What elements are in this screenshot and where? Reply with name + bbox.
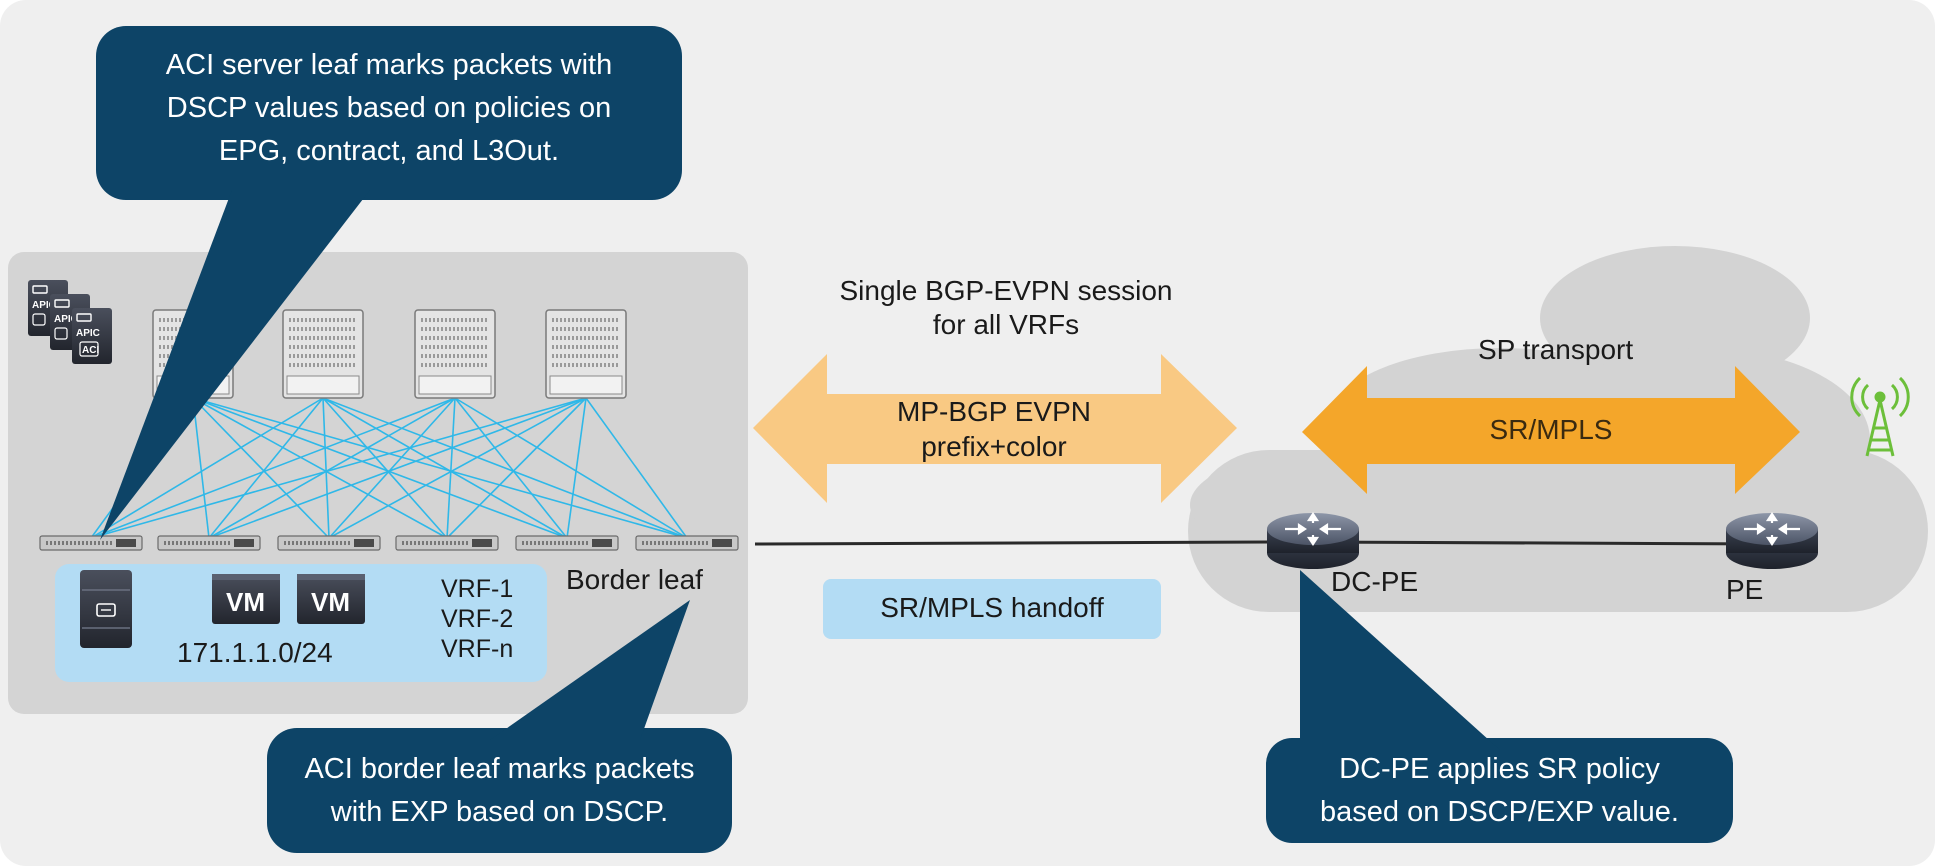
fabric-link (322, 397, 330, 539)
dcpe-to-pe-link (1299, 540, 1781, 546)
fabric-link (90, 397, 324, 539)
leaf-switches (39, 535, 739, 551)
svg-text:APIC: APIC (76, 328, 100, 339)
pe-label: PE (1726, 574, 1764, 605)
fabric-link (208, 397, 456, 539)
handoff-label: SR/MPLS handoff (880, 592, 1104, 623)
vrf-list: VRF-1 VRF-2 VRF-n (441, 574, 513, 664)
fabric-link (328, 397, 456, 539)
fabric-link (90, 397, 587, 539)
fabric-link (192, 397, 210, 539)
fabric-link (322, 397, 688, 539)
bgp-session-line: for all VRFs (932, 309, 1080, 340)
callout-line: DC-PE applies SR policy (1339, 753, 1660, 785)
leaf-switch-icon (635, 535, 739, 551)
callout-border-leaf-text: ACI border leaf marks packets with EXP b… (267, 748, 732, 834)
fabric-link (192, 397, 448, 539)
leaf-switch-icon (277, 535, 381, 551)
fabric-link (566, 397, 587, 539)
callout-line: based on DSCP/EXP value. (1320, 796, 1679, 828)
callout-line: EPG, contract, and L3Out. (218, 135, 560, 167)
leaf-switch-icon (395, 535, 499, 551)
router-icon (1726, 512, 1818, 569)
spine-switch-icon (414, 309, 496, 399)
vrf-label: VRF-1 (441, 575, 514, 603)
leaf-switch-icon (515, 535, 619, 551)
evpn-arrow-label: MP-BGP EVPN prefix+color (827, 394, 1161, 464)
callout-server-leaf (96, 26, 682, 540)
router-icon (1267, 512, 1359, 569)
callout-dc-pe-text: DC-PE applies SR policy based on DSCP/EX… (1266, 748, 1733, 834)
fabric-link (446, 397, 456, 539)
mp-bgp-evpn-arrow (753, 354, 1237, 503)
fabric-link (322, 397, 448, 539)
evpn-arrow-line: MP-BGP EVPN (897, 396, 1091, 427)
svg-text:APIC: APIC (54, 314, 78, 325)
subnet-label: 171.1.1.0/24 (177, 637, 333, 668)
apic-controller-icon: APIC APIC APIC ACI (28, 280, 112, 364)
sp-transport-label: SP transport (1478, 334, 1634, 365)
fabric-link (192, 397, 330, 539)
fabric-link (454, 397, 688, 539)
vrf-label: VRF-2 (441, 605, 514, 633)
bgp-session-line: Single BGP-EVPN session (839, 275, 1173, 306)
fabric-link (90, 397, 456, 539)
border-to-dcpe-link (754, 540, 1271, 546)
server-icon (80, 570, 132, 648)
fabric-links (90, 397, 688, 539)
vrf-label: VRF-n (441, 635, 514, 663)
callout-line: with EXP based on DSCP. (330, 796, 669, 828)
sr-mpls-handoff-box (823, 579, 1161, 639)
svg-text:VM: VM (226, 587, 265, 617)
svg-text:VM: VM (311, 587, 350, 617)
callout-line: ACI border leaf marks packets (304, 753, 695, 785)
fabric-link (208, 397, 324, 539)
bgp-session-label: Single BGP-EVPN session for all VRFs (786, 274, 1226, 342)
callout-border-leaf (267, 600, 732, 853)
svg-text:ACI: ACI (82, 345, 99, 356)
leaf-switch-icon (157, 535, 261, 551)
sr-mpls-arrow-label: SR/MPLS (1489, 414, 1613, 445)
leaf-switch-icon (39, 535, 143, 551)
fabric-link (192, 397, 568, 539)
vm-icon: VM (297, 574, 365, 624)
vm-icon: VM (212, 574, 280, 624)
fabric-link (192, 397, 688, 539)
spine-switch-icon (545, 309, 627, 399)
fabric-link (446, 397, 587, 539)
fabric-link (208, 397, 587, 539)
callout-dc-pe (1266, 570, 1733, 843)
border-leaf-label: Border leaf (566, 564, 703, 595)
sr-mpls-arrow (1302, 366, 1800, 494)
spine-switch-icon (282, 309, 364, 399)
callout-server-leaf-text: ACI server leaf marks packets with DSCP … (96, 44, 682, 173)
evpn-arrow-line: prefix+color (921, 431, 1067, 462)
callout-line: ACI server leaf marks packets with (165, 49, 613, 81)
fabric-link (322, 397, 568, 539)
callout-line: DSCP values based on policies on (166, 92, 612, 124)
fabric-link (328, 397, 587, 539)
svg-text:APIC: APIC (32, 300, 56, 311)
dc-pe-label: DC-PE (1331, 566, 1419, 597)
cell-tower-icon (1850, 376, 1910, 457)
fabric-link (585, 397, 688, 539)
fabric-link (454, 397, 568, 539)
